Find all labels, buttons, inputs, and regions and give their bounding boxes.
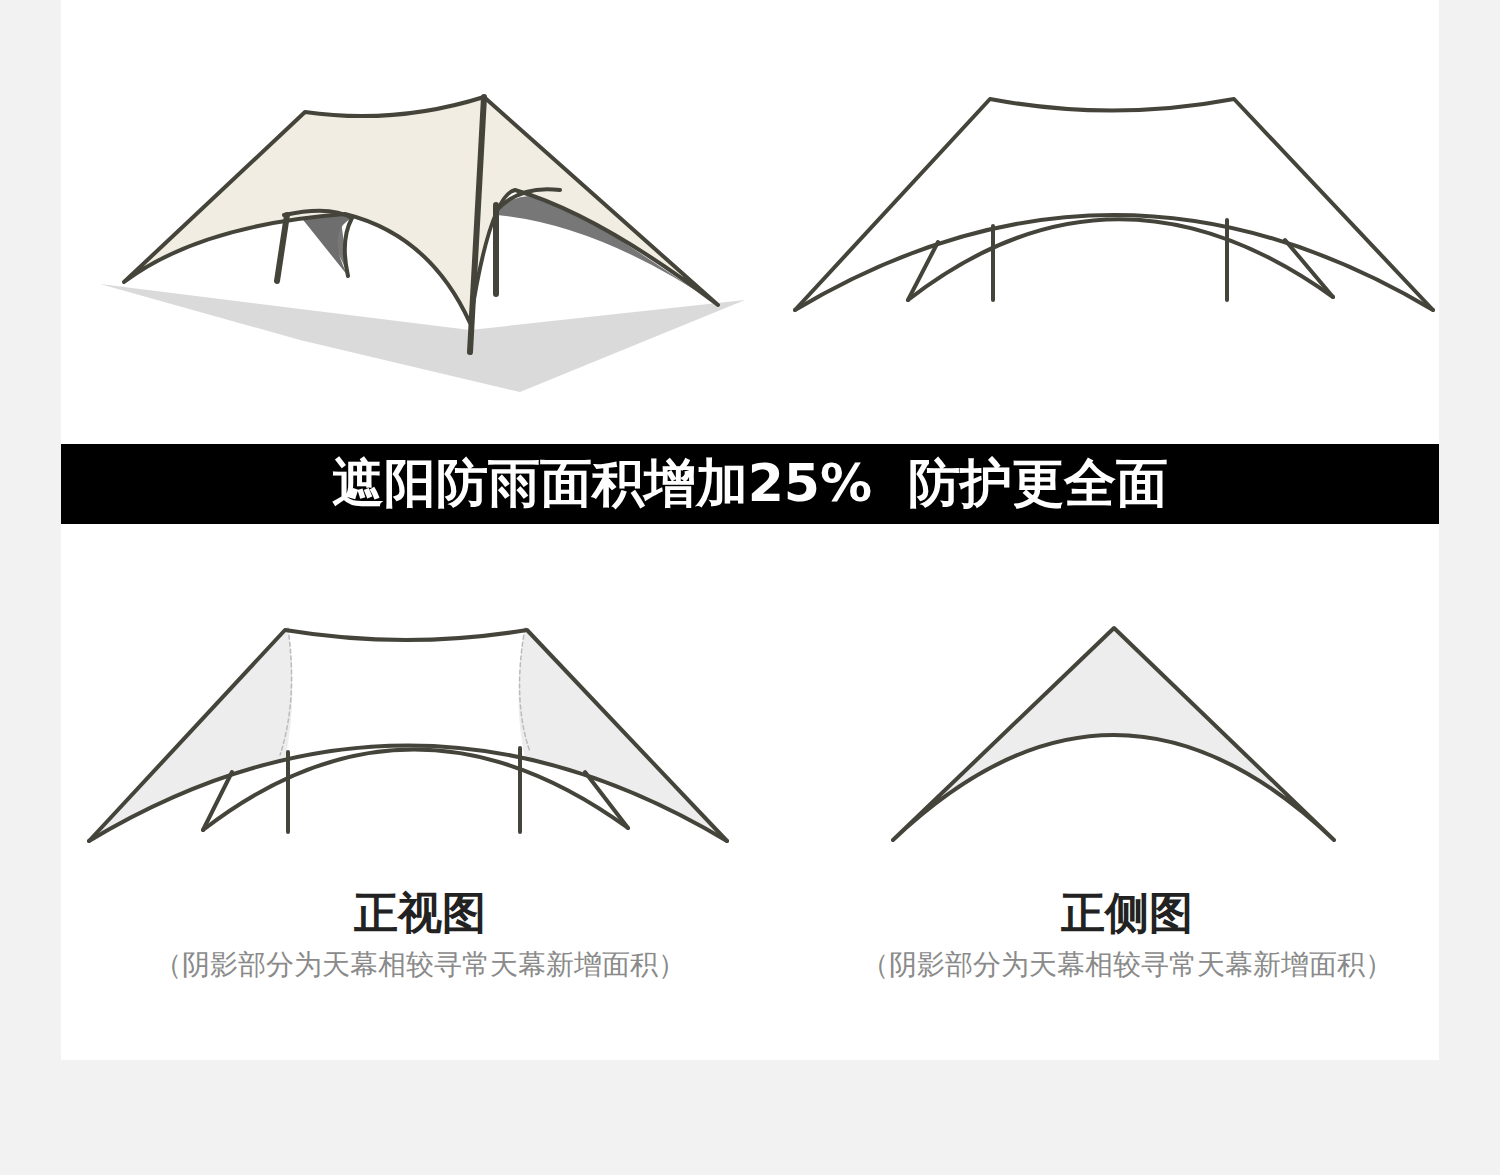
tent-front-outline: [795, 99, 1433, 310]
view-title: 正侧图: [1061, 884, 1193, 943]
front-view-drawing: [89, 628, 727, 841]
side-view-drawing: [893, 628, 1334, 840]
tent-3d: [100, 97, 745, 392]
headline-text: 遮阳防雨面积增加25% 防护更全面: [332, 449, 1169, 519]
view-caption: （阴影部分为天幕相较寻常天幕新增面积）: [154, 946, 686, 984]
headline-band: 遮阳防雨面积增加25% 防护更全面: [61, 444, 1439, 524]
view-caption: （阴影部分为天幕相较寻常天幕新增面积）: [861, 946, 1393, 984]
view-title: 正视图: [354, 884, 486, 943]
